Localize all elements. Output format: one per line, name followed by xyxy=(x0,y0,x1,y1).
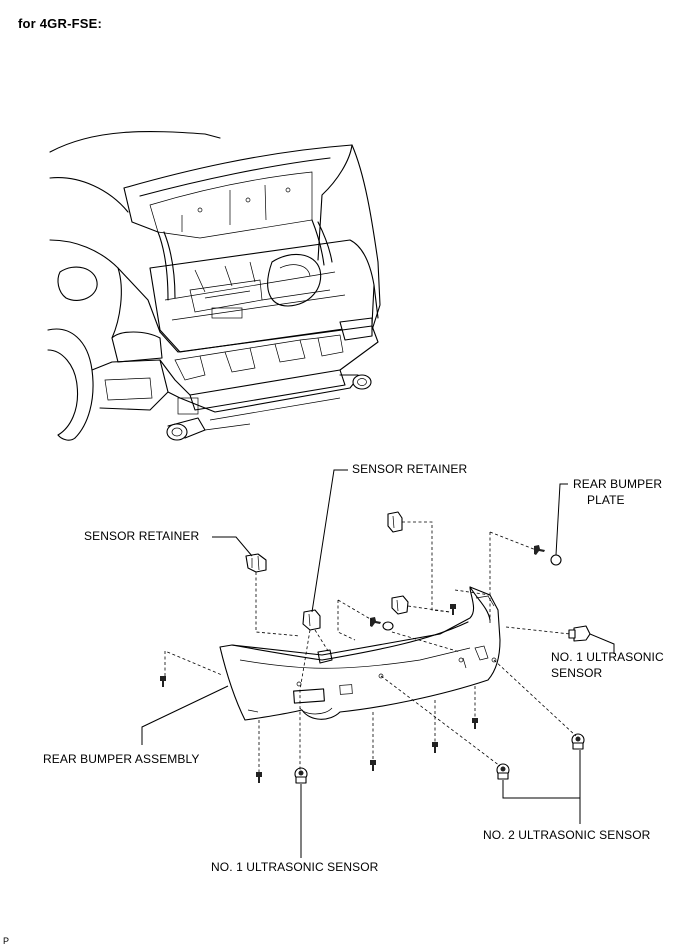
label-no1-ultrasonic-sensor-bottom: NO. 1 ULTRASONIC SENSOR xyxy=(211,860,379,874)
leader-lines xyxy=(141,469,615,858)
no1-ultrasonic-sensor-right-part xyxy=(568,625,591,642)
rear-bumper-plate-part xyxy=(550,554,562,566)
label-no2-ultrasonic-sensor: NO. 2 ULTRASONIC SENSOR xyxy=(483,828,651,842)
label-sensor-retainer-top: SENSOR RETAINER xyxy=(352,462,468,476)
sensor-retainer-top-part xyxy=(387,511,403,533)
label-no1-ultrasonic-sensor-right-line1: NO. 1 ULTRASONIC xyxy=(551,650,664,664)
sensor-retainer-left-part xyxy=(245,553,267,573)
sensor-retainer-mid-part xyxy=(302,609,321,631)
sensor-retainer-right-part xyxy=(391,595,409,615)
figure-code: P xyxy=(3,936,10,946)
no2-ultrasonic-sensor-part-b xyxy=(571,733,585,750)
label-rear-bumper-assembly: REAR BUMPER ASSEMBLY xyxy=(43,752,200,766)
assembly-guide-lines xyxy=(164,521,577,772)
diagram-heading: for 4GR-FSE: xyxy=(18,16,103,31)
label-sensor-retainer-left: SENSOR RETAINER xyxy=(84,529,200,543)
rear-bumper-assembly-part xyxy=(219,586,501,721)
no2-ultrasonic-sensor-part-a xyxy=(496,763,510,780)
no1-ultrasonic-sensor-bottom-part xyxy=(294,767,308,784)
label-rear-bumper-plate-line2: PLATE xyxy=(587,493,625,507)
car-rear-illustration xyxy=(47,131,381,441)
bumper-clips xyxy=(160,545,545,783)
label-no1-ultrasonic-sensor-right-line2: SENSOR xyxy=(551,666,603,680)
center-retainer-part xyxy=(382,621,394,631)
label-rear-bumper-plate-line1: REAR BUMPER xyxy=(573,477,663,491)
